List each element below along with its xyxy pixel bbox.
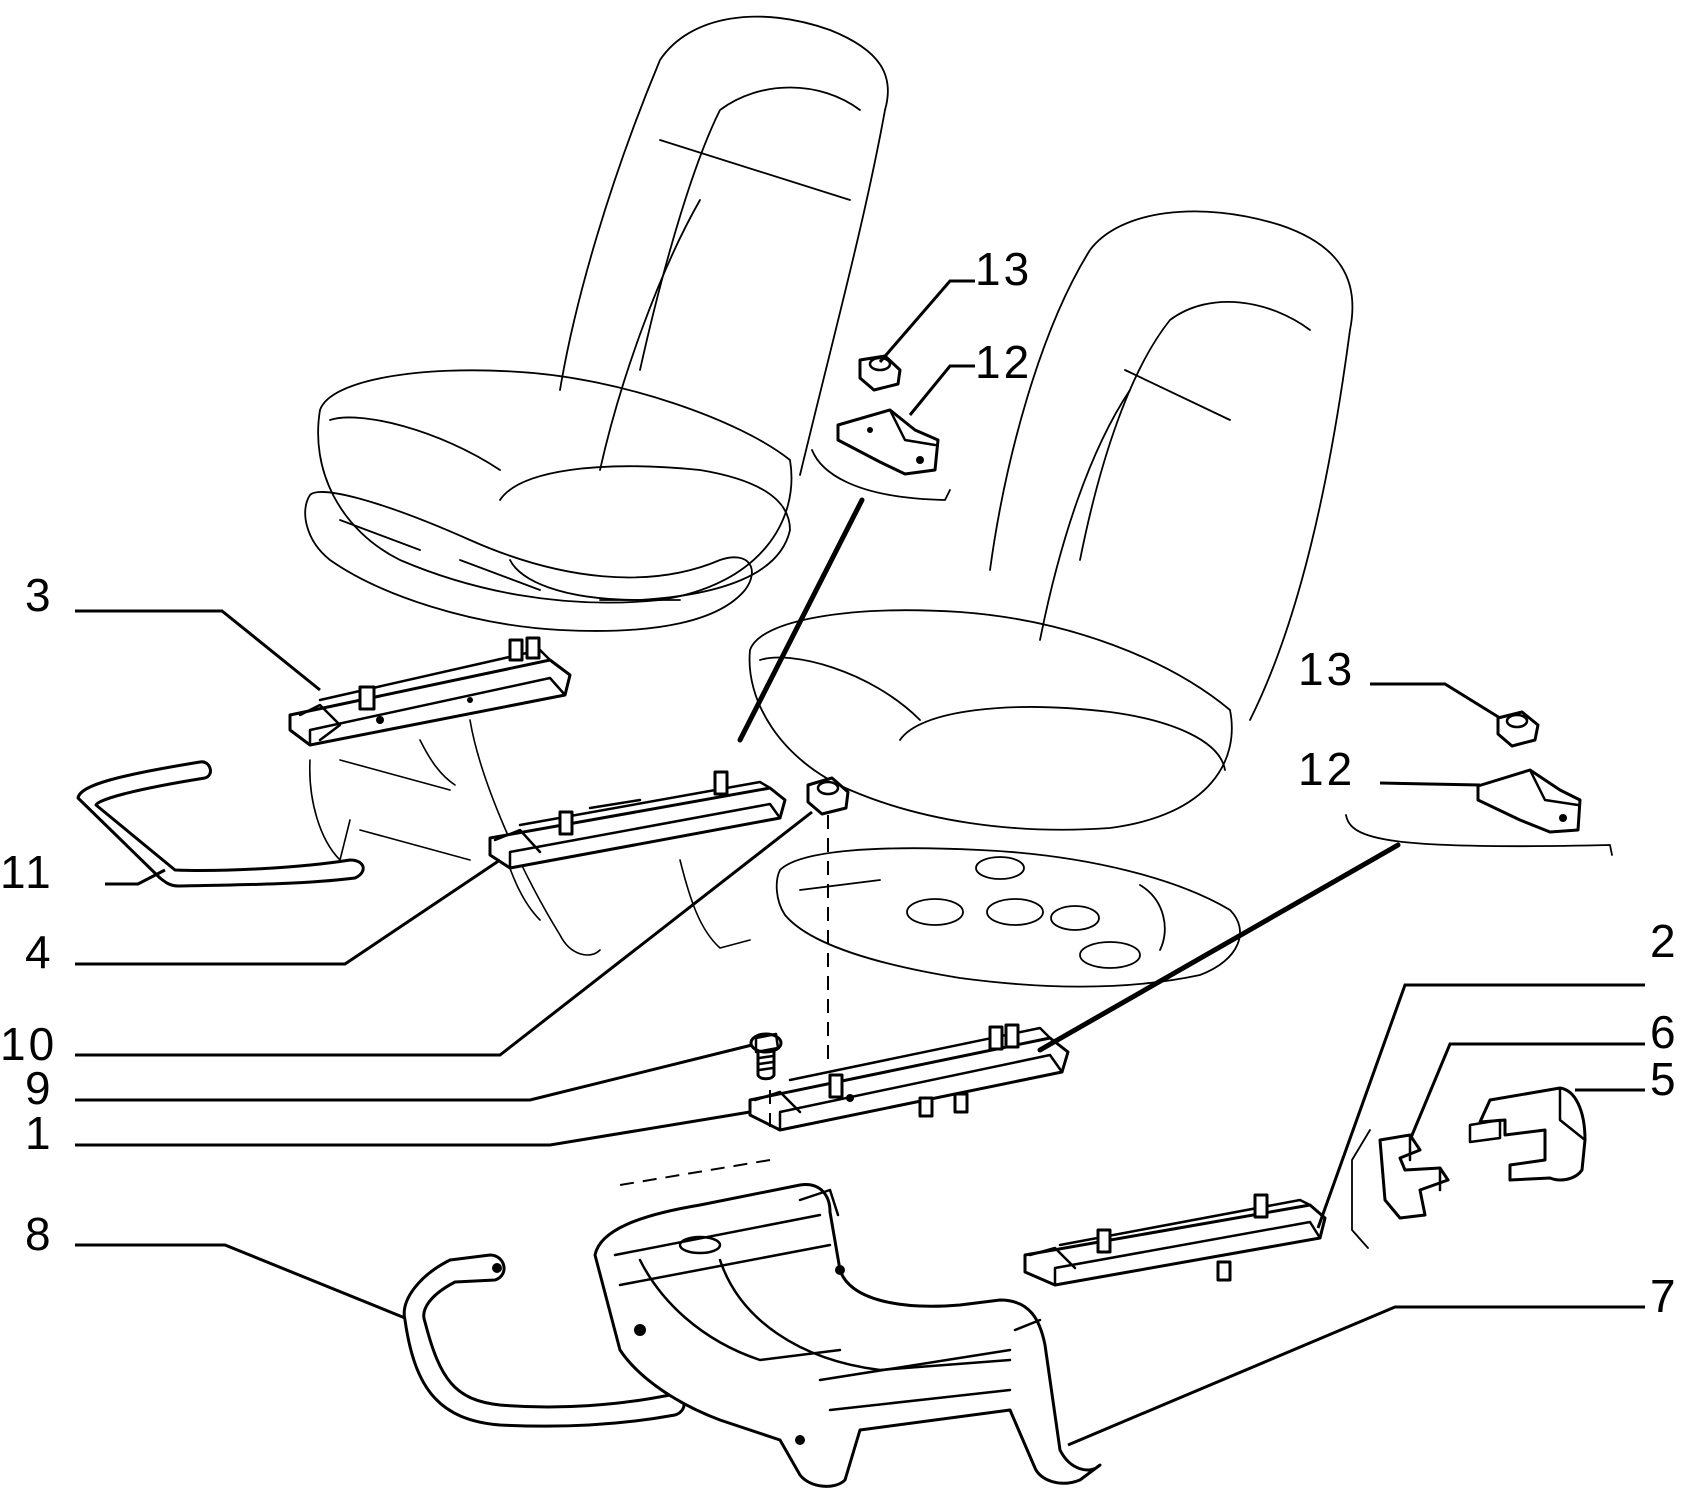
callout-1: 1 <box>25 1107 54 1159</box>
slide-rail-1 <box>748 1023 1070 1132</box>
base-frame-7 <box>593 1183 1102 1488</box>
callout-4: 4 <box>25 926 54 978</box>
callout-12-top: 12 <box>975 336 1032 388</box>
callout-12-right: 12 <box>1298 743 1355 795</box>
bracket-12-right <box>1476 768 1582 834</box>
callout-5: 5 <box>1650 1053 1679 1105</box>
bracket-12-right-bracket <box>1345 814 1613 856</box>
cap-5 <box>1468 1086 1587 1182</box>
bracket-12-top-bracket <box>811 449 951 501</box>
slide-rail-2 <box>1023 1193 1327 1287</box>
bolt-9 <box>749 1032 783 1081</box>
callout-13-right: 13 <box>1298 643 1355 695</box>
clip-6 <box>1378 1133 1450 1220</box>
handle-bar-8 <box>402 1253 686 1428</box>
slide-rail-3 <box>288 636 572 747</box>
nut-10 <box>806 776 850 816</box>
callout-leaders <box>75 279 1645 1447</box>
handle-bar-11 <box>76 760 365 888</box>
callout-10: 10 <box>0 1018 57 1070</box>
callout-8: 8 <box>25 1208 54 1260</box>
nut-13-right <box>1496 710 1540 748</box>
bracket-12-right-leader <box>1037 842 1401 1053</box>
callout-6: 6 <box>1650 1006 1679 1058</box>
callout-2: 2 <box>1650 915 1679 967</box>
callout-9: 9 <box>25 1062 54 1114</box>
callout-13-top: 13 <box>975 243 1032 295</box>
bracket-12-top <box>836 408 940 476</box>
front-seat-outline <box>748 210 1354 988</box>
slide-rail-2-bracket <box>1351 1129 1371 1249</box>
alignment-line-frame <box>619 1159 771 1186</box>
callout-3: 3 <box>25 569 54 621</box>
bracket-12-top-leader <box>737 497 865 743</box>
callout-7: 7 <box>1650 1270 1679 1322</box>
callout-11: 11 <box>0 846 54 898</box>
slide-rail-4 <box>488 770 787 870</box>
rear-seat-outline <box>304 15 889 956</box>
